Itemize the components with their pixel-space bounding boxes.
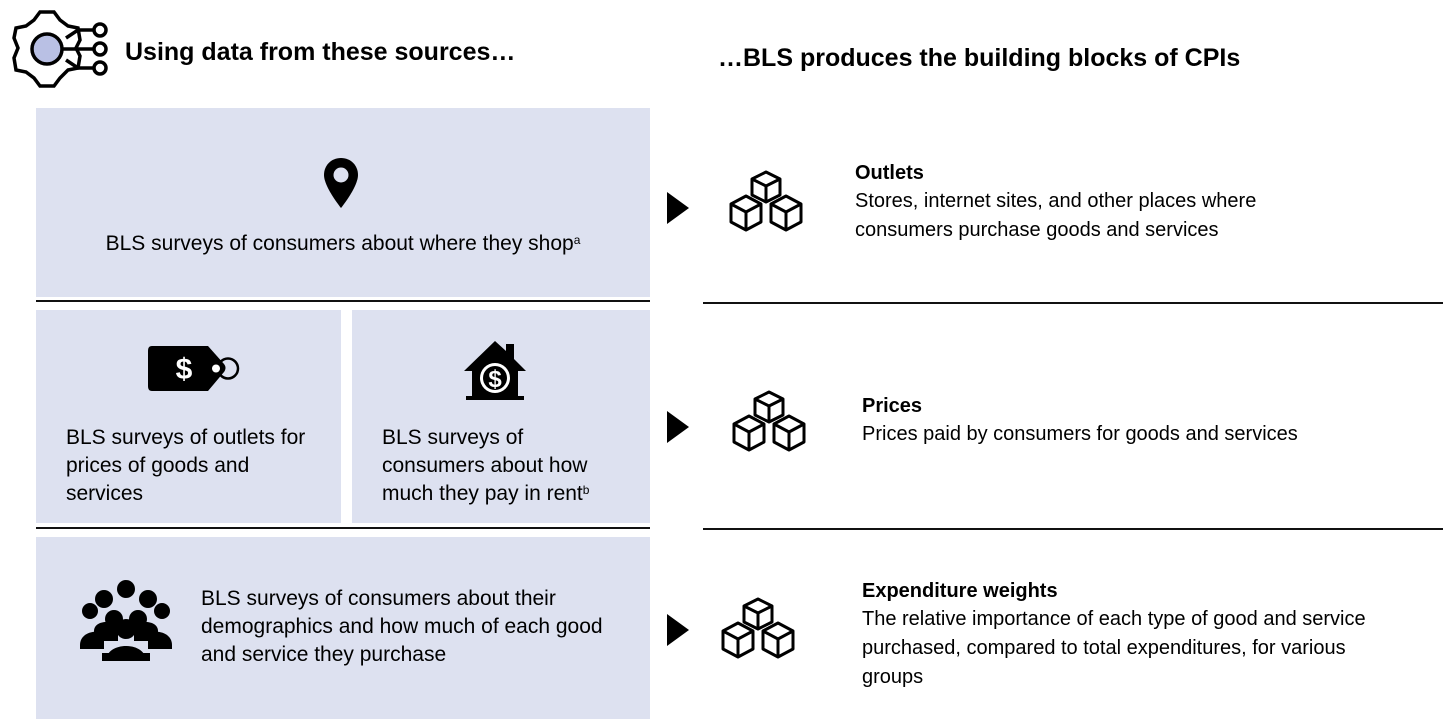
left-title: Using data from these sources… xyxy=(125,38,516,66)
cubes-icon xyxy=(729,170,803,232)
svg-text:$: $ xyxy=(488,366,502,393)
block-prices: Prices Prices paid by consumers for good… xyxy=(862,392,1402,449)
cubes-icon xyxy=(732,390,806,452)
people-group-icon xyxy=(80,580,172,661)
source-box-outlet-prices: $ BLS surveys of outlets for prices of g… xyxy=(36,310,341,523)
svg-text:$: $ xyxy=(176,353,193,386)
house-dollar-icon: $ xyxy=(464,341,526,400)
triangle-arrow-icon xyxy=(667,192,689,224)
block-expenditure-weights-title: Expenditure weights xyxy=(862,580,1058,602)
block-divider-2 xyxy=(703,528,1443,530)
triangle-arrow-icon xyxy=(667,411,689,443)
block-expenditure-weights: Expenditure weights The relative importa… xyxy=(862,577,1402,692)
block-divider-1 xyxy=(703,302,1443,304)
triangle-arrow-icon xyxy=(667,614,689,646)
source-divider-1 xyxy=(36,300,650,302)
source-demographics-text: BLS surveys of consumers about their dem… xyxy=(201,587,603,666)
source-outlet-prices-text: BLS surveys of outlets for prices of goo… xyxy=(66,426,306,505)
block-expenditure-weights-description: The relative importance of each type of … xyxy=(862,608,1366,688)
location-pin-icon xyxy=(324,158,358,208)
block-outlets: Outlets Stores, internet sites, and othe… xyxy=(855,159,1395,245)
source-box-rent: $ BLS surveys of consumers about how muc… xyxy=(352,310,650,523)
right-title: …BLS produces the building blocks of CPI… xyxy=(718,44,1241,72)
block-prices-title: Prices xyxy=(862,395,923,417)
block-outlets-description: Stores, internet sites, and other places… xyxy=(855,190,1257,241)
source-box-where-shop: BLS surveys of consumers about where the… xyxy=(36,108,650,297)
source-where-shop-text: BLS surveys of consumers about where the… xyxy=(105,232,581,255)
source-rent-text: BLS surveys of consumers about how much … xyxy=(382,426,590,505)
source-box-demographics: BLS surveys of consumers about their dem… xyxy=(36,537,650,719)
block-outlets-title: Outlets xyxy=(855,162,924,184)
price-tag-icon: $ xyxy=(148,346,240,391)
footnote-a: a xyxy=(573,233,581,247)
block-prices-description: Prices paid by consumers for goods and s… xyxy=(862,423,1298,445)
cubes-icon xyxy=(721,597,795,659)
source-divider-2 xyxy=(36,527,650,529)
gear-network-icon xyxy=(12,10,108,88)
footnote-b: b xyxy=(582,483,590,497)
